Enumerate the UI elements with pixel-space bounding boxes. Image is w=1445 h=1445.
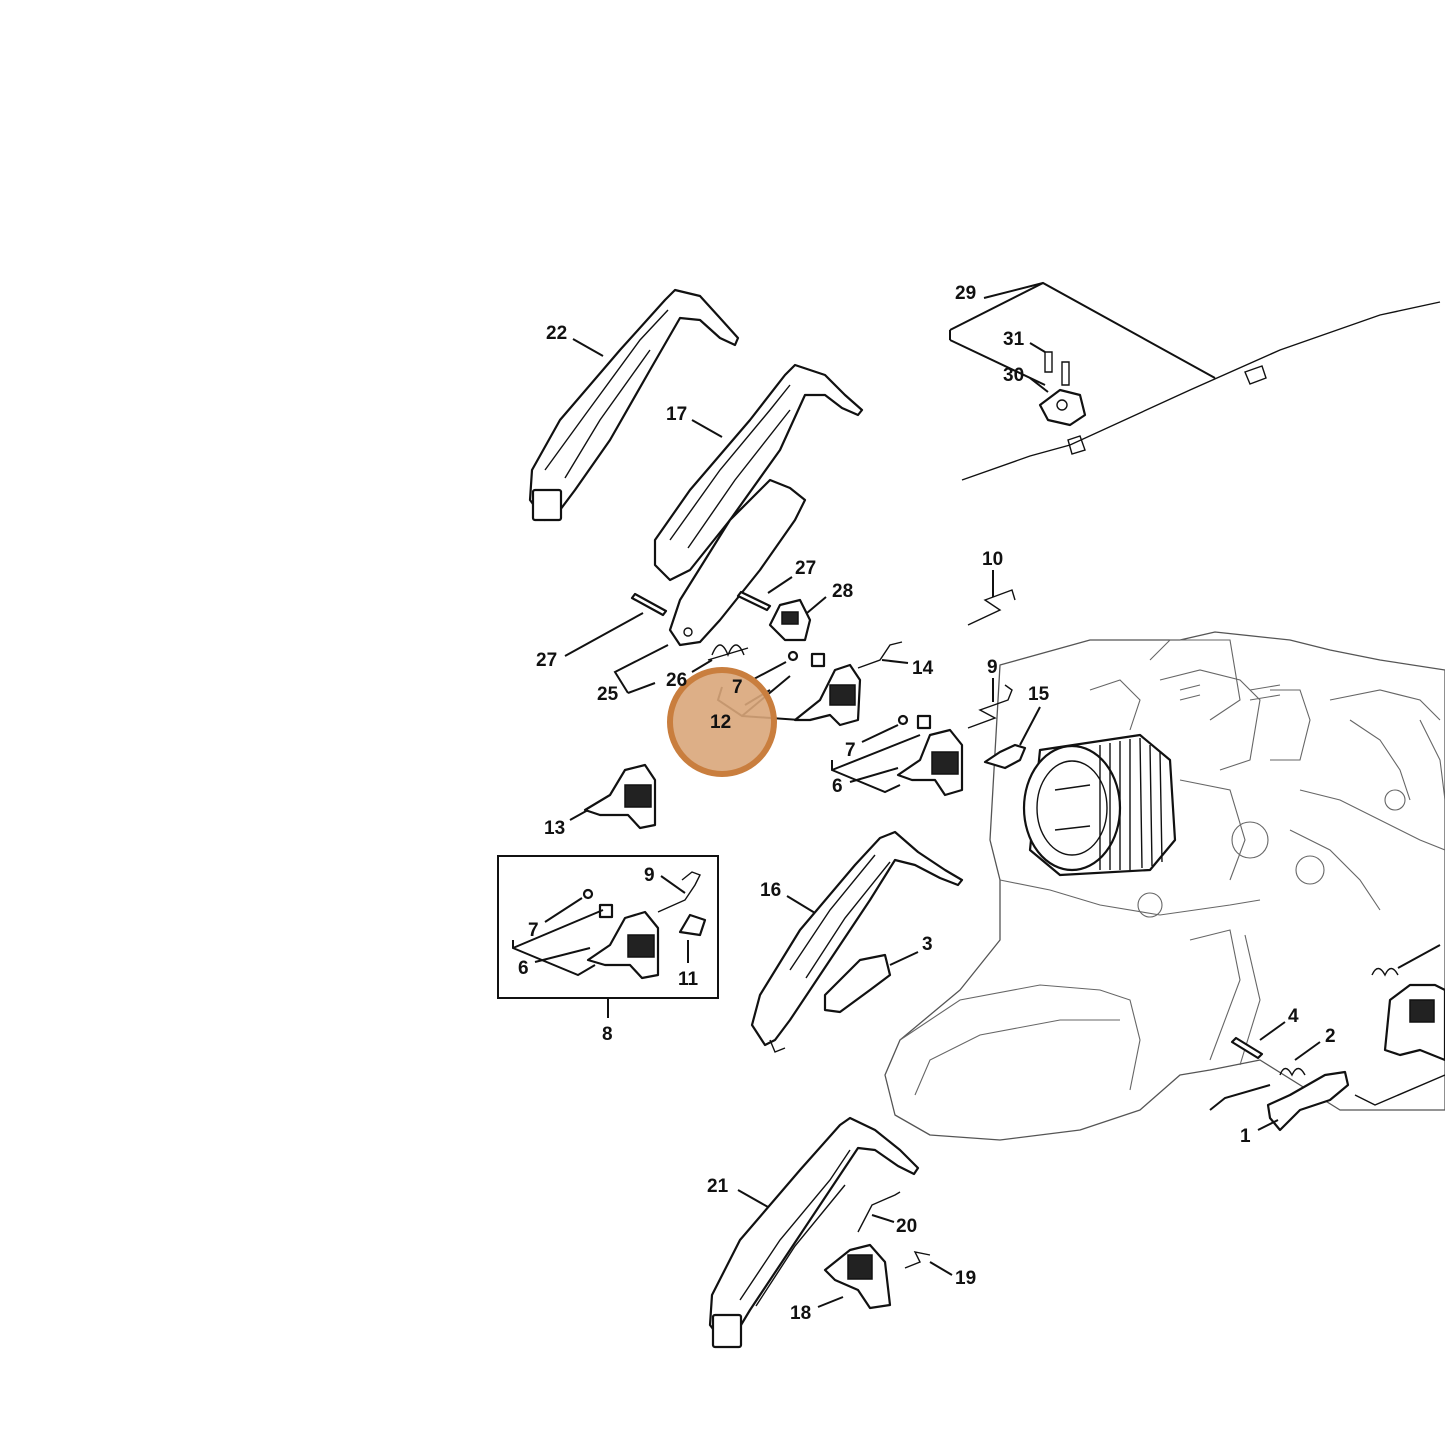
wire-20: [857, 1191, 901, 1233]
pin-27-right: [736, 590, 772, 612]
wire-14: [857, 641, 903, 669]
handle-shell-21: [708, 1116, 920, 1349]
pin-27-left: [630, 592, 668, 617]
lever-assembly-13: [583, 763, 657, 830]
inlay-3: [823, 953, 892, 1014]
clip-19: [904, 1251, 931, 1269]
callout-17: 17: [666, 404, 687, 425]
air-filter: [1022, 733, 1177, 877]
handle-shell-16: [750, 830, 964, 1053]
callout-9-kit: 9: [644, 865, 655, 886]
callout-7-upper: 7: [732, 677, 743, 698]
screw-31: [1044, 351, 1070, 386]
callout-16: 16: [760, 880, 781, 901]
spring-right: [1371, 967, 1399, 977]
callout-9-upper: 9: [987, 657, 998, 678]
handle-cover: [668, 478, 807, 647]
callout-11: 11: [678, 969, 699, 990]
callout-20: 20: [896, 1216, 917, 1237]
callout-31: 31: [1003, 329, 1025, 350]
callout-26: 26: [666, 670, 687, 691]
callout-15: 15: [1028, 684, 1050, 705]
lever-assembly-right: [1383, 983, 1445, 1062]
callout-27-left: 27: [536, 650, 557, 671]
callout-13: 13: [544, 818, 565, 839]
callout-10: 10: [982, 549, 1003, 570]
lever-assembly-upper: [793, 663, 862, 727]
callout-18: 18: [790, 1303, 811, 1324]
callout-7-mid: 7: [845, 740, 856, 761]
lever-assembly-middle: [896, 728, 964, 797]
callout-6-kit: 6: [518, 958, 529, 979]
callout-labels: 1 2 3 4 6 6 7 7 7 8 9 9 10 11 12 13 14 1…: [518, 283, 1336, 1324]
pin-4: [1230, 1036, 1264, 1060]
wire-9b: [657, 871, 701, 913]
handle-shell-17: [653, 363, 864, 582]
callout-14: 14: [912, 658, 934, 679]
bracket-28: [768, 598, 812, 642]
callout-25: 25: [597, 684, 619, 705]
callout-19: 19: [955, 1268, 976, 1289]
callout-12: 12: [710, 712, 731, 733]
highlight-marker: [667, 667, 777, 777]
callout-22: 22: [546, 323, 567, 344]
callout-2: 2: [1325, 1026, 1336, 1047]
callout-27-right: 27: [795, 558, 816, 579]
handle-shell-22: [528, 288, 740, 522]
lever-assembly-kit: [586, 910, 660, 980]
engine-housing: [884, 631, 1445, 1141]
wire-10: [967, 589, 1016, 626]
small-rod-right: [1354, 1074, 1445, 1106]
wire-9a: [967, 684, 1013, 729]
callout-4: 4: [1288, 1006, 1299, 1027]
spring-26: [707, 644, 749, 661]
leader-lines: [497, 281, 1441, 1308]
throttle-cable: [961, 301, 1441, 481]
callout-30: 30: [1003, 365, 1024, 386]
callout-21: 21: [707, 1176, 729, 1197]
clip-15: [983, 743, 1027, 770]
callout-28: 28: [832, 581, 853, 602]
callout-6-mid: 6: [832, 776, 843, 797]
callout-8: 8: [602, 1024, 613, 1045]
callout-1: 1: [1240, 1126, 1251, 1147]
callout-3: 3: [922, 934, 933, 955]
callout-29: 29: [955, 283, 976, 304]
spring-2: [1279, 1067, 1306, 1077]
bracket-30: [1038, 388, 1087, 427]
callout-7-kit: 7: [528, 920, 539, 941]
lever-assembly-18: [823, 1243, 892, 1310]
trigger-1: [1266, 1070, 1350, 1132]
small-bushings: [582, 650, 932, 937]
